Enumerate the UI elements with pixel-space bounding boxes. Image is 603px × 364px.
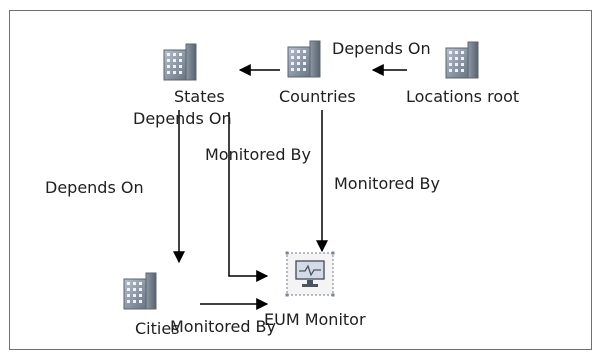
building-icon	[287, 40, 321, 78]
monitor-icon	[285, 251, 335, 297]
edge-label-left: Depends On	[45, 178, 144, 197]
countries-node[interactable]: Countries	[279, 40, 356, 106]
node-label-countries: Countries	[279, 87, 356, 106]
edge-label-top: Depends On	[332, 39, 431, 58]
edge-labels: Depends On Depends On Depends On Monitor…	[45, 39, 440, 336]
edges	[173, 64, 407, 310]
edge-label-right: Monitored By	[334, 174, 440, 193]
states-node[interactable]: States	[163, 43, 225, 106]
node-label-locations-root: Locations root	[406, 87, 519, 106]
node-label-states: States	[174, 87, 225, 106]
node-label-cities: Cities	[135, 319, 180, 338]
building-icon	[445, 41, 479, 79]
edge-label-bottom: Monitored By	[170, 317, 276, 336]
eum-monitor-node[interactable]: EUM Monitor	[264, 251, 366, 330]
cities-node[interactable]: Cities	[123, 272, 180, 338]
locations-root-node[interactable]: Locations root	[406, 41, 519, 106]
edge-states-to-eum-monitor	[228, 112, 269, 282]
edge-label-states-child: Depends On	[133, 109, 232, 128]
building-icon	[123, 272, 157, 310]
building-icon	[163, 43, 197, 81]
edge-label-center: Monitored By	[205, 145, 311, 164]
node-label-eum-monitor: EUM Monitor	[264, 310, 366, 329]
